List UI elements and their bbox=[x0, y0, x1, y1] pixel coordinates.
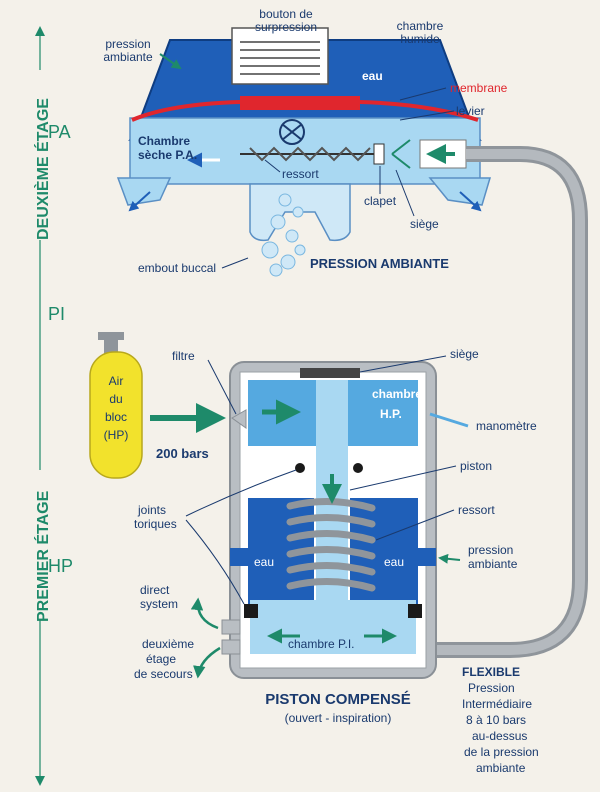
label-pression-ambiante-title: PRESSION AMBIANTE bbox=[310, 256, 449, 271]
label-ressort-second: ressort bbox=[282, 167, 319, 181]
label-chambre-hp-1: chambre bbox=[372, 387, 422, 401]
label-deuxieme-3: de secours bbox=[134, 667, 193, 681]
label-pression-ambiante-first-2: ambiante bbox=[468, 557, 518, 571]
label-joints-1: joints bbox=[137, 503, 166, 517]
membrane-plate bbox=[240, 96, 360, 110]
valve-seat bbox=[373, 143, 385, 165]
tank-line-1: Air bbox=[109, 374, 124, 388]
side-axis-arrow-top bbox=[35, 26, 45, 36]
side-axis-arrow-bottom bbox=[35, 776, 45, 786]
label-chambre-pi: chambre P.I. bbox=[288, 637, 354, 651]
label-eau-left: eau bbox=[254, 555, 274, 569]
bubbles bbox=[261, 193, 306, 277]
air-tank bbox=[89, 332, 143, 479]
flexible-line-5: de la pression bbox=[464, 745, 539, 759]
label-pression-ambiante-2: ambiante bbox=[103, 50, 153, 64]
label-membrane: membrane bbox=[450, 81, 508, 95]
label-chambre-humide-2: humide bbox=[400, 32, 440, 46]
label-chambre-hp-2: H.P. bbox=[380, 407, 402, 421]
lever-wheel bbox=[279, 119, 305, 145]
side-title-second-stage: DEUXIÈME ÉTAGE bbox=[33, 98, 52, 240]
label-eau-right: eau bbox=[384, 555, 404, 569]
flexible-line-1: Pression bbox=[468, 681, 515, 695]
flexible-line-6: ambiante bbox=[476, 761, 526, 775]
label-deuxieme-2: étage bbox=[146, 652, 176, 666]
label-direct-system-1: direct bbox=[140, 583, 170, 597]
label-chambre-seche-1: Chambre bbox=[138, 134, 190, 148]
hp-label: HP bbox=[48, 556, 73, 576]
label-pression-ambiante-1: pression bbox=[105, 37, 150, 51]
label-200-bars: 200 bars bbox=[156, 446, 209, 461]
label-chambre-humide-1: chambre bbox=[397, 19, 444, 33]
pa-label: PA bbox=[48, 122, 71, 142]
purge-button-box bbox=[231, 27, 329, 85]
pi-label: PI bbox=[48, 304, 65, 324]
tank-line-4: (HP) bbox=[104, 428, 129, 442]
flexible-title: FLEXIBLE bbox=[462, 665, 520, 679]
label-levier: levier bbox=[456, 104, 485, 118]
label-siege-second: siège bbox=[410, 217, 439, 231]
label-piston: piston bbox=[460, 459, 492, 473]
first-stage-title: PISTON COMPENSÉ bbox=[265, 691, 411, 708]
tank-line-2: du bbox=[109, 392, 122, 406]
label-manometre: manomètre bbox=[476, 419, 537, 433]
label-chambre-seche-2: sèche P.A. bbox=[138, 148, 197, 162]
label-direct-system-2: system bbox=[140, 597, 178, 611]
label-embout: embout buccal bbox=[138, 261, 216, 275]
valve-spring bbox=[249, 146, 371, 162]
second-stage-body bbox=[116, 27, 492, 277]
side-title-first-stage: PREMIER ÉTAGE bbox=[33, 490, 52, 622]
purge-spring bbox=[240, 41, 320, 75]
first-stage-subtitle: (ouvert - inspiration) bbox=[285, 711, 392, 725]
label-pression-ambiante-first-1: pression bbox=[468, 543, 513, 557]
flexible-line-4: au-dessus bbox=[472, 729, 527, 743]
label-eau-second: eau bbox=[362, 69, 383, 83]
label-ressort-first: ressort bbox=[458, 503, 495, 517]
label-filtre: filtre bbox=[172, 349, 195, 363]
first-stage-body bbox=[221, 361, 437, 679]
label-clapet: clapet bbox=[364, 194, 397, 208]
label-bouton-2: surpression bbox=[255, 20, 317, 34]
flexible-line-3: 8 à 10 bars bbox=[466, 713, 526, 727]
label-deuxieme-1: deuxième bbox=[142, 637, 194, 651]
label-siege-first: siège bbox=[450, 347, 479, 361]
label-bouton-1: bouton de bbox=[259, 7, 313, 21]
label-joints-2: toriques bbox=[134, 517, 177, 531]
tank-line-3: bloc bbox=[105, 410, 127, 424]
flexible-line-2: Intermédiaire bbox=[462, 697, 532, 711]
